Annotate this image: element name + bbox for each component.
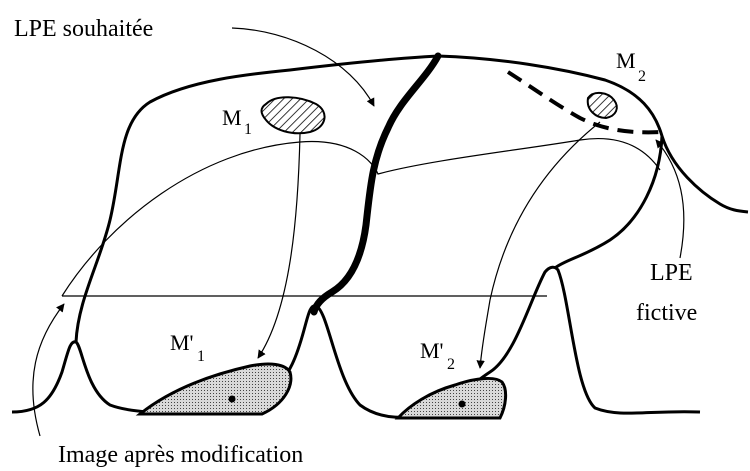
label-image-apres-modification: Image après modification [58, 442, 303, 468]
label-m2: M [616, 48, 636, 73]
upper-bottom-outline [555, 136, 662, 268]
label-m1-prime-sub: 1 [197, 348, 205, 365]
label-lpe-fictive-line2: fictive [636, 300, 697, 326]
arrow-m1-to-m1-prime [258, 134, 300, 358]
lower-profile [12, 267, 700, 417]
arrow-m2-to-m2-prime [480, 122, 600, 368]
marker-m1-prime [140, 364, 291, 414]
projection-curve [62, 139, 660, 296]
upper-right-basin-outline [438, 56, 748, 212]
marker-m1 [262, 97, 325, 133]
arrow-image-apres [33, 304, 64, 436]
m2-prime-dot [459, 401, 466, 408]
upper-left-basin-outline [76, 56, 438, 342]
label-m2-prime-sub: 2 [447, 356, 455, 373]
label-m1-prime: M' [170, 330, 194, 355]
marker-m2 [588, 93, 617, 118]
label-m1-sub: 1 [244, 121, 252, 138]
label-lpe-souhaitee: LPE souhaitée [14, 16, 153, 42]
label-m2-prime: M' [420, 338, 444, 363]
label-m2-sub: 2 [638, 68, 646, 85]
label-lpe-fictive-line1: LPE [650, 260, 693, 286]
marker-m2-prime [398, 378, 506, 418]
label-m1: M [222, 105, 242, 130]
desired-watershed-line [314, 56, 438, 312]
m1-prime-dot [229, 396, 236, 403]
